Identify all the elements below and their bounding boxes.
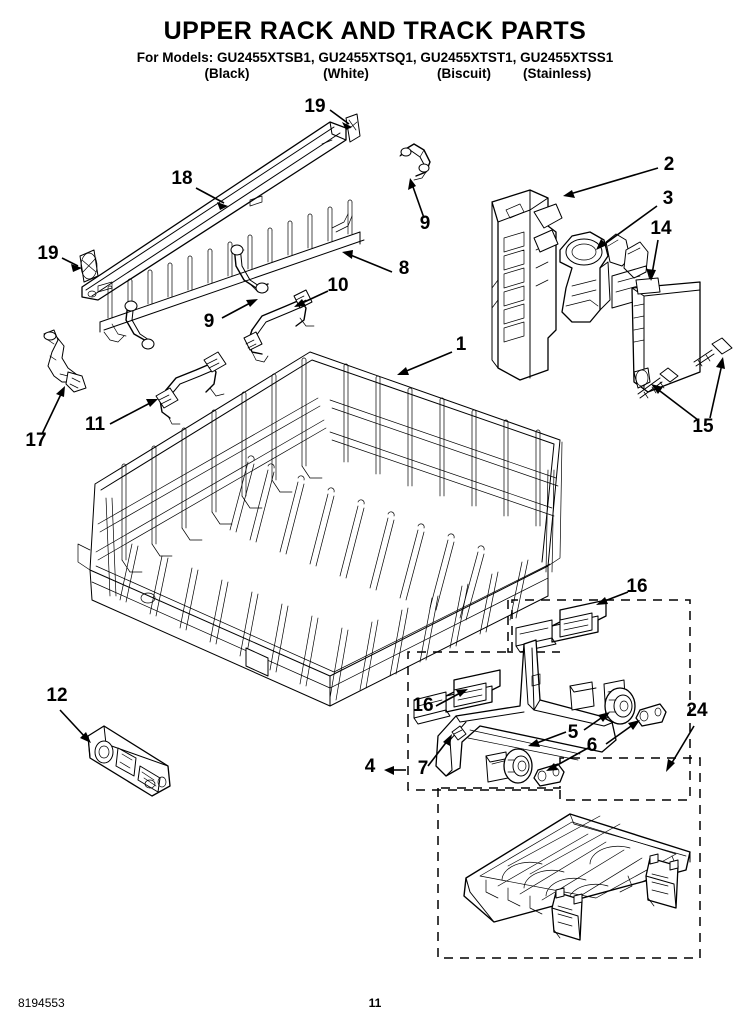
part-5-roller-lower xyxy=(503,748,533,784)
part-15-screw-a xyxy=(637,367,679,399)
part-7-track-end-stop xyxy=(451,725,467,741)
dashed-box-cup-shelf xyxy=(437,757,701,959)
callout-24: 24 xyxy=(686,700,708,721)
part-24-cup-shelf xyxy=(463,813,691,923)
finish-stainless: (Stainless) xyxy=(523,66,592,81)
part-6-axle-pin-lower xyxy=(533,763,565,787)
callout-18: 18 xyxy=(171,168,192,189)
cup-shelf-support-left xyxy=(551,887,583,941)
part-9-clip-b xyxy=(230,244,269,294)
cup-shelf-support-right xyxy=(645,853,679,909)
part-9-clip-c xyxy=(124,300,155,350)
part-17-latch-lever xyxy=(43,329,87,393)
callout-19b: 19 xyxy=(37,243,58,264)
callout-8: 8 xyxy=(399,258,410,279)
dashed-box-bearing-upper xyxy=(507,600,560,653)
callout-4: 4 xyxy=(365,756,376,777)
callout-10: 10 xyxy=(327,275,348,296)
page-title: UPPER RACK AND TRACK PARTS xyxy=(163,17,587,45)
part-14-cover-plate xyxy=(631,277,701,393)
finish-biscuit: (Biscuit) xyxy=(437,66,491,81)
part-6-axle-pin-upper xyxy=(635,703,667,727)
callout-1: 1 xyxy=(456,334,467,355)
adjuster-rail-right xyxy=(605,233,651,309)
callout-labels: 19 18 19 9 8 9 10 11 17 1 2 3 14 15 12 1… xyxy=(25,96,714,779)
callout-17: 17 xyxy=(25,430,46,451)
callout-11: 11 xyxy=(85,414,106,435)
part-19-end-cap-left xyxy=(79,249,99,283)
callout-9b: 9 xyxy=(204,311,215,332)
part-8-tine-row xyxy=(99,199,365,343)
part-11-rack-handle xyxy=(155,351,227,425)
leader-lines xyxy=(41,109,725,775)
callout-5: 5 xyxy=(568,722,579,743)
callout-2: 2 xyxy=(664,154,675,175)
finishes-line: (Black) (White) (Biscuit) (Stainless) xyxy=(0,66,750,81)
dashed-box-track-assembly xyxy=(407,599,691,801)
part-9-clip-a xyxy=(399,143,431,181)
part-16-bearing-clip-lower xyxy=(413,669,501,725)
callout-9a: 9 xyxy=(420,213,431,234)
callout-3: 3 xyxy=(663,188,674,209)
callout-14: 14 xyxy=(650,218,672,239)
finish-white: (White) xyxy=(323,66,369,81)
callout-12: 12 xyxy=(46,685,67,706)
callout-16b: 16 xyxy=(412,695,433,716)
callout-19a: 19 xyxy=(304,96,325,117)
callout-16a: 16 xyxy=(626,576,647,597)
part-3-adjuster-handle xyxy=(559,231,611,323)
callout-7: 7 xyxy=(418,758,429,779)
finish-black: (Black) xyxy=(204,66,250,81)
callout-6: 6 xyxy=(587,735,598,756)
page-number: 11 xyxy=(368,996,382,1010)
footer: 8194553 11 xyxy=(0,996,750,1016)
part-16-bearing-clip-upper xyxy=(515,599,607,653)
callout-15: 15 xyxy=(692,416,714,437)
part-number: 8194553 xyxy=(18,996,65,1010)
part-5-roller-upper xyxy=(604,687,636,725)
part-18-track-rail xyxy=(81,121,347,301)
part-2-adjuster-frame xyxy=(491,189,563,381)
part-15-screw-b xyxy=(693,337,733,367)
part-10-handle-clip xyxy=(243,289,315,363)
part-1-upper-dishrack xyxy=(77,351,563,707)
part-12-track-stop-bracket xyxy=(87,725,171,797)
models-line: For Models: GU2455XTSB1, GU2455XTSQ1, GU… xyxy=(136,50,614,65)
